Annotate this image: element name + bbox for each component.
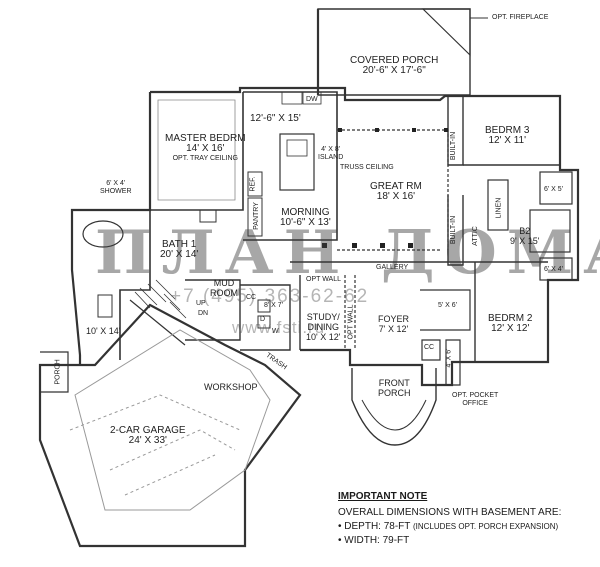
opt-fireplace-label: OPT. FIREPLACE — [492, 14, 549, 21]
important-note: IMPORTANT NOTE OVERALL DIMENSIONS WITH B… — [338, 490, 598, 548]
covered-porch-outline — [317, 8, 471, 96]
closet-a-label: 6' X 5' — [544, 186, 564, 193]
side-porch-label: PORCH — [54, 359, 62, 385]
walk-in-closet-label: 10' X 14' — [86, 326, 121, 336]
opt-wall-upper-label: OPT WALL — [306, 276, 342, 283]
exterior-wall-west — [70, 92, 152, 365]
kitchen-dims-label: 12'-6" X 15' — [250, 113, 301, 124]
note-line: OVERALL DIMENSIONS WITH BASEMENT ARE: — [338, 507, 562, 518]
workshop-label: WORKSHOP — [204, 382, 258, 392]
washer-label: W — [272, 328, 279, 335]
shower-label: 6' X 4'SHOWER — [100, 180, 132, 195]
closet-c-label: 5' X 6' — [438, 302, 458, 309]
attic-label: ATTIC — [471, 226, 479, 246]
island-outline — [279, 133, 315, 191]
built-in-lower-label: BUILT-IN — [450, 215, 458, 245]
island-label: 4' X 8'ISLAND — [318, 146, 344, 161]
fireplace-outline — [421, 8, 471, 57]
watermark-site: www.fsti.ru — [232, 318, 326, 337]
dishwasher-label: DW — [306, 96, 318, 103]
note-title: IMPORTANT NOTE — [338, 491, 428, 502]
pantry-label: PANTRY — [252, 202, 260, 230]
coat-closet-1-label: CC — [246, 294, 257, 301]
closet-b-label: 6' X 4' — [544, 266, 564, 273]
dryer-label: D — [260, 316, 266, 323]
opt-wall-side-label: OPT WALL — [347, 304, 355, 340]
linen-label: LINEN — [495, 197, 503, 219]
watermark-phone: +7 (495) 363-62-62 — [170, 286, 370, 307]
office-dims-label: 4' X 6' — [445, 348, 453, 368]
coat-closet-2-label: CC — [424, 344, 435, 351]
truss-ceiling-label: TRUSS CEILING — [340, 164, 394, 171]
refrigerator-label: REF. — [249, 176, 257, 192]
stairs-up-label: UP — [196, 300, 206, 307]
note-width: • WIDTH: 79-FT — [338, 535, 410, 546]
exterior-wall-east — [150, 86, 580, 387]
built-in-upper-label: BUILT-IN — [450, 131, 458, 161]
watermark-text: ПЛАН ДОМА — [95, 218, 600, 288]
column-markers — [322, 128, 448, 248]
note-depth: • DEPTH: 78-FT (INCLUDES OPT. PORCH EXPA… — [338, 521, 559, 532]
stairs-down-label: DN — [198, 310, 209, 317]
gallery-label: GALLERY — [376, 264, 409, 271]
laundry-dims-label: 8' X 7' — [264, 302, 284, 309]
